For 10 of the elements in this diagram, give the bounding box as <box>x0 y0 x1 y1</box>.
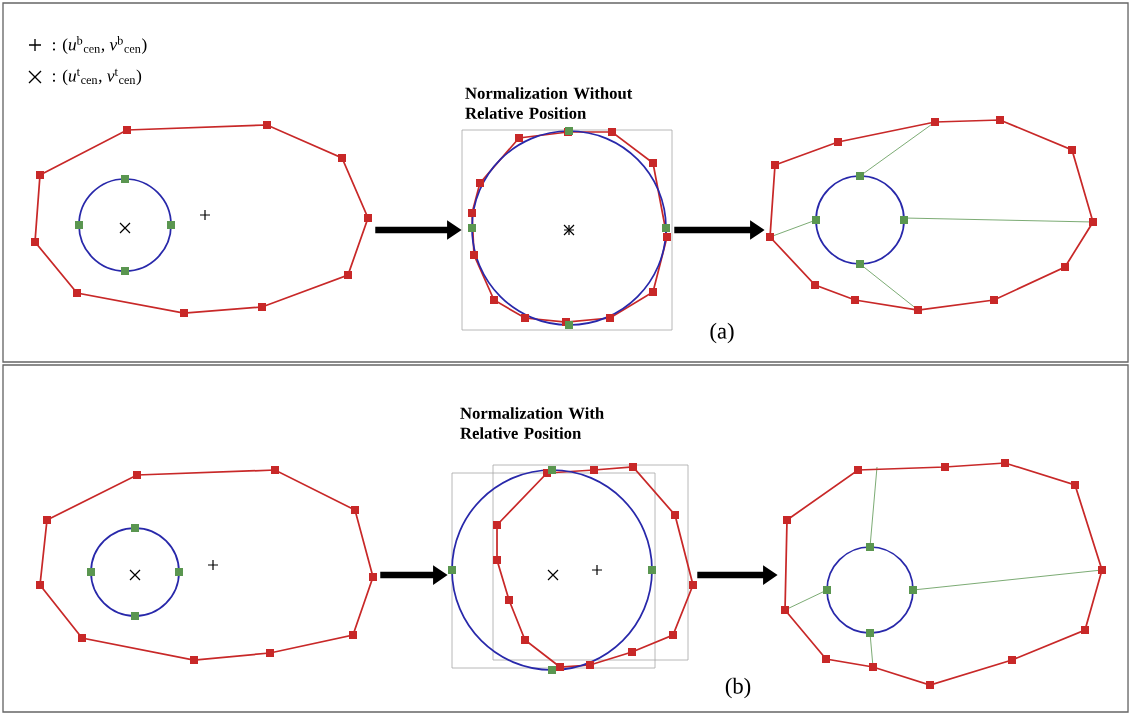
contour-drawing <box>766 116 1097 314</box>
contour-drawing <box>781 459 1106 689</box>
contour-drawing <box>31 121 372 317</box>
legend-text: : (u$^{t}$$_{cen}$, v$^{t}$$_{cen}$) <box>53 68 142 86</box>
contour-drawing <box>36 466 377 664</box>
heading: Normalization Without Relative Position <box>465 87 633 119</box>
heading: Normalization With Relative Position <box>460 407 604 439</box>
legend-text: : (u$^{b}$$_{cen}$, v$^{b}$$_{cen}$) <box>53 36 147 54</box>
panel-label: (b) <box>725 677 751 699</box>
panel-label: (a) <box>710 322 734 344</box>
